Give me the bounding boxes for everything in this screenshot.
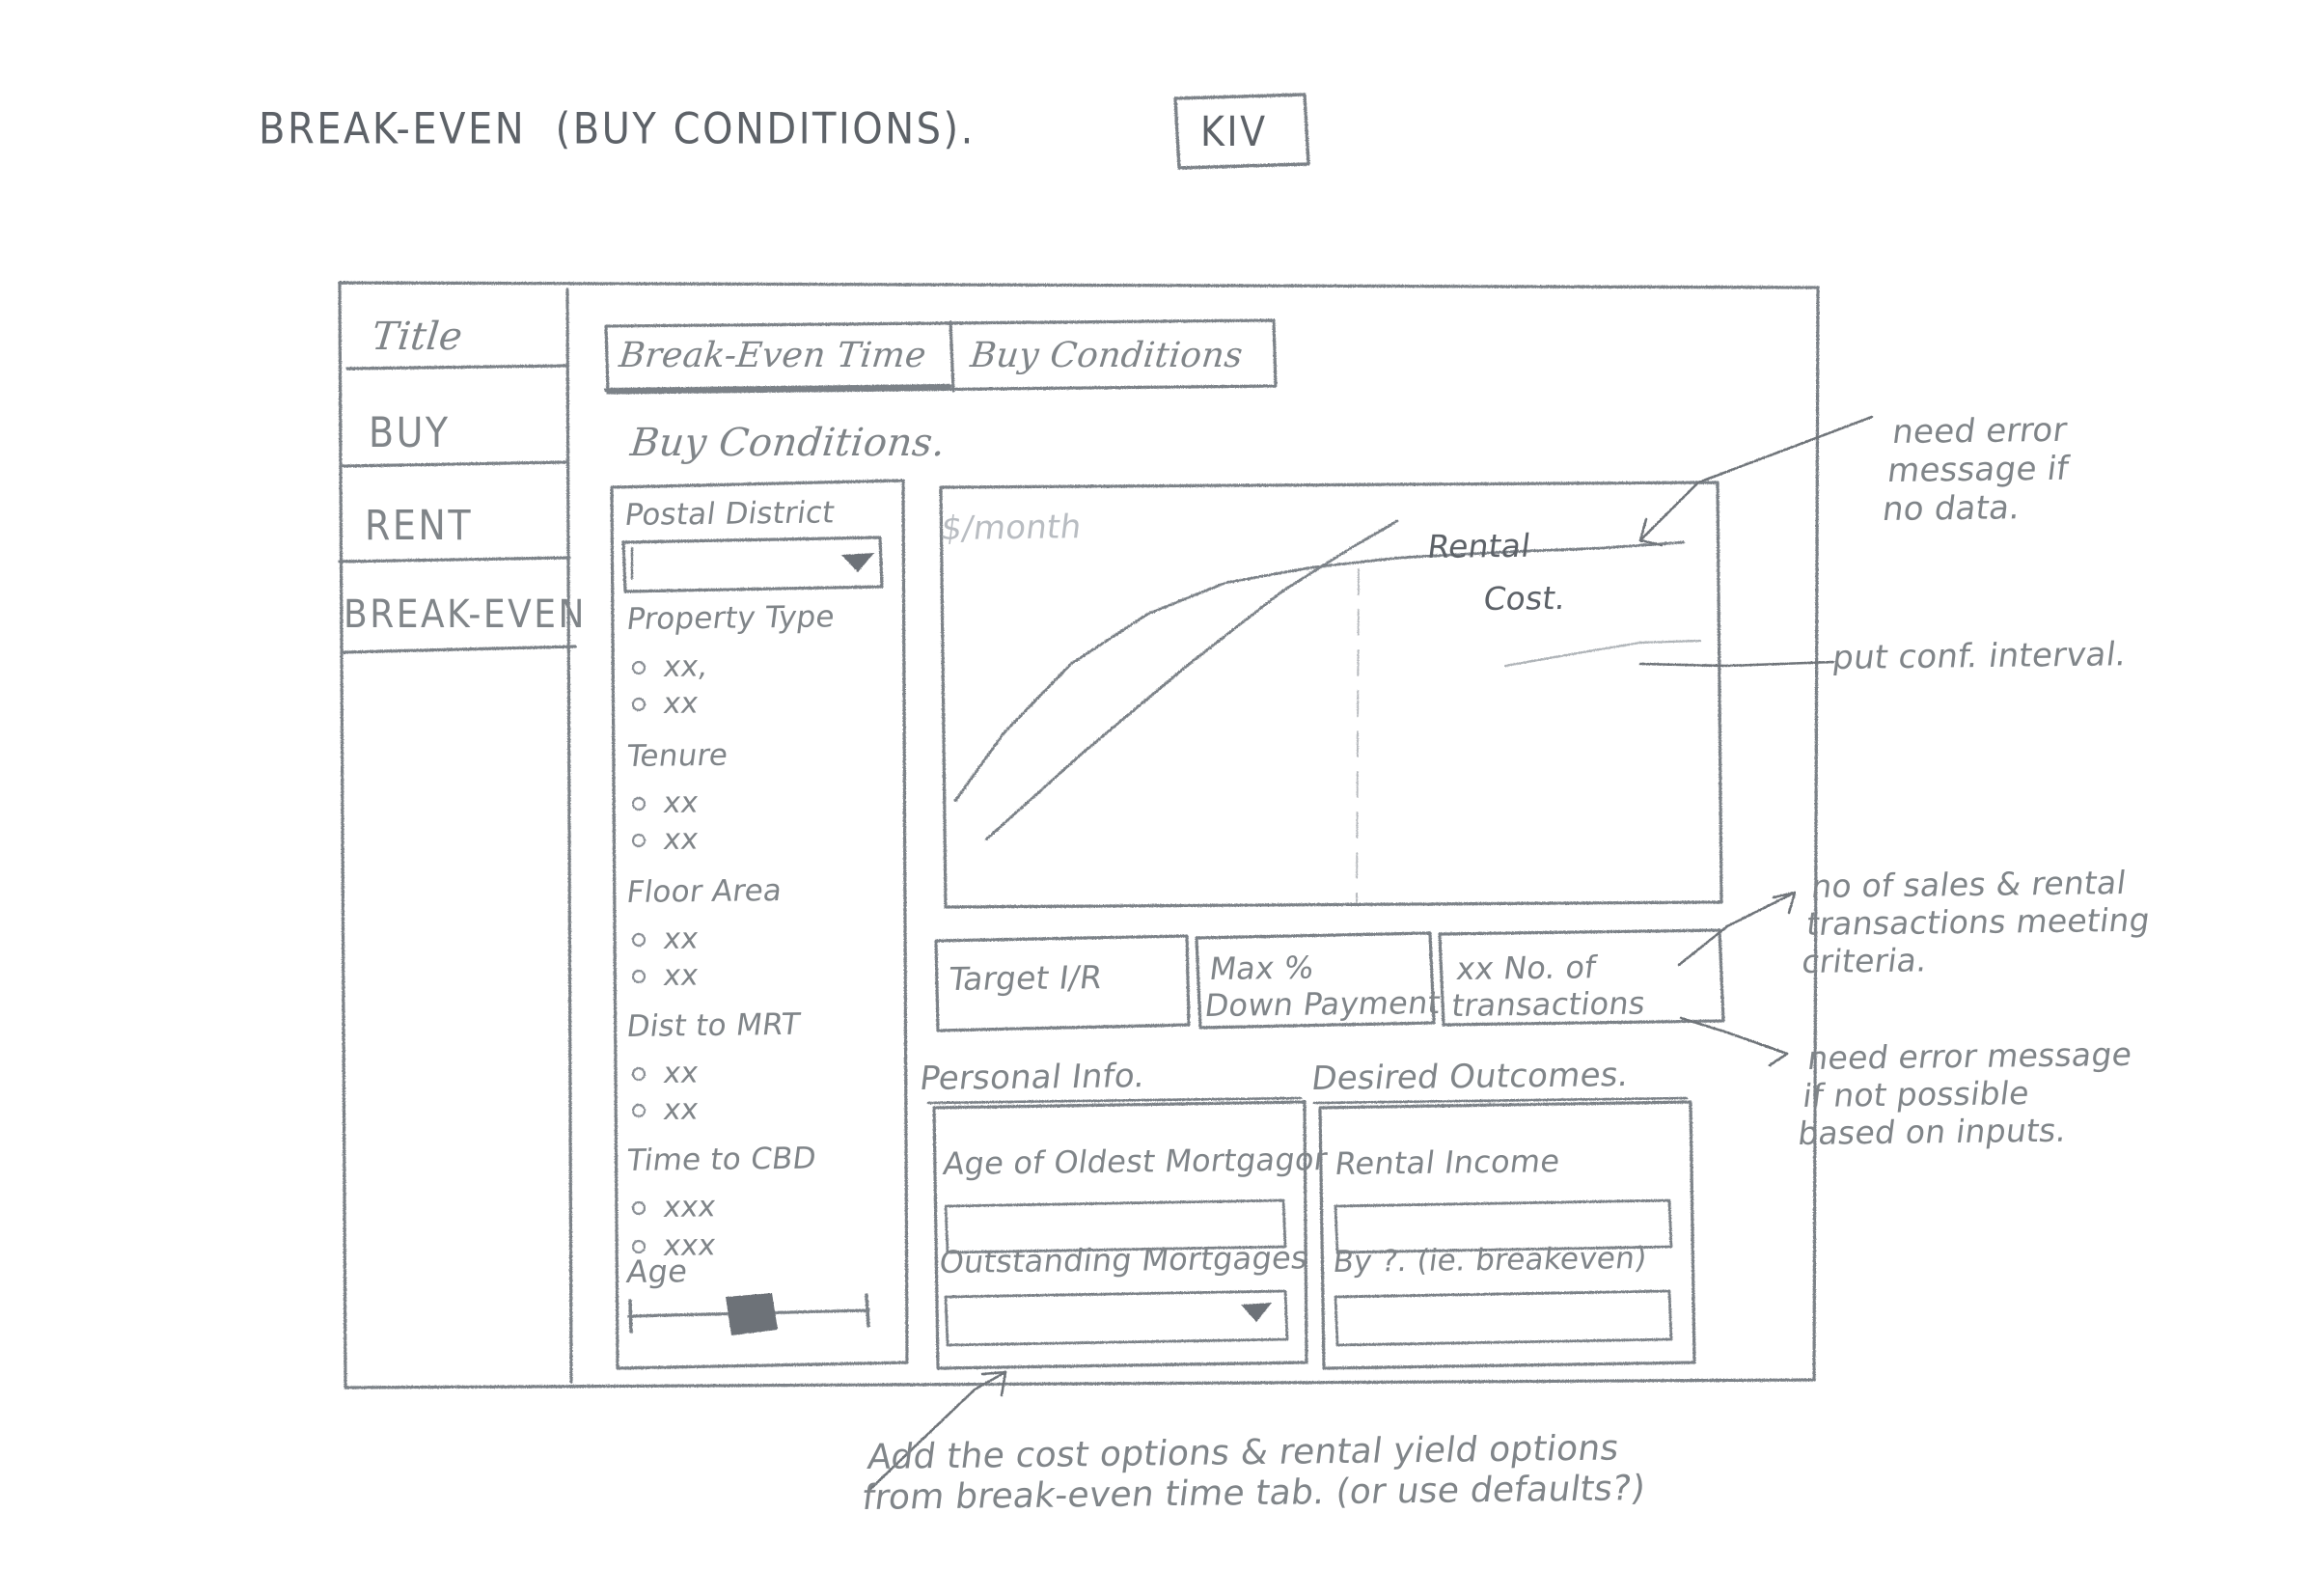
tab-break-even-time[interactable]: Break-Even Time (617, 336, 928, 375)
filter-option-tenure-2[interactable]: xx (661, 822, 701, 857)
chevron-down-icon-postal (841, 553, 874, 572)
metric-max-down-payment: Max % Down Payment (1202, 949, 1444, 1024)
annotation-error-not-possible: need error message if not possible based… (1796, 1034, 2134, 1152)
filter-option-time-to-cbd-1[interactable]: xxx (661, 1190, 718, 1225)
chevron-down-icon-mortgages (1241, 1303, 1272, 1322)
label-outstanding-mortgages: Outstanding Mortgages (937, 1239, 1310, 1280)
filter-label-time-to-cbd: Time to CBD (624, 1141, 819, 1178)
annotation-bottom-cost-options: Add the cost options & rental yield opti… (860, 1428, 1648, 1519)
filter-label-age: Age (624, 1252, 690, 1290)
sidebar-item-title[interactable]: Title (370, 315, 465, 359)
filter-label-dist-to-mrt: Dist to MRT (624, 1006, 803, 1044)
filter-option-property-type-1[interactable]: xx, (661, 649, 710, 684)
metric-target-ir: Target I/R (947, 958, 1105, 998)
title-badge-kiv: KIV (1200, 108, 1268, 156)
sidebar-item-rent[interactable]: RENT (365, 502, 474, 550)
page-heading: Buy Conditions. (628, 421, 948, 465)
chart-series-label-cost: Cost. (1481, 578, 1569, 618)
desired-outcomes-heading: Desired Outcomes. (1308, 1055, 1632, 1098)
annotation-need-error-no-data: need error message if no data. (1880, 410, 2072, 530)
slider-handle (726, 1293, 778, 1335)
chart-series-label-rental: Rental (1425, 526, 1533, 565)
sidebar-item-break-even[interactable]: BREAK-EVEN (344, 592, 587, 637)
filter-label-property-type: Property Type (624, 599, 838, 637)
chart-y-axis-label: $/month (938, 508, 1085, 548)
label-age-of-oldest-mortgagor: Age of Oldest Mortgagor (941, 1141, 1330, 1182)
annotation-conf-interval: put conf. interval. (1830, 635, 2130, 677)
filter-label-tenure: Tenure (624, 737, 730, 774)
label-rental-income: Rental Income (1333, 1142, 1562, 1182)
page-title: BREAK-EVEN (BUY CONDITIONS). (259, 104, 976, 154)
annotation-transactions-criteria: no of sales & rental transactions meetin… (1800, 864, 2153, 980)
filter-label-floor-area: Floor Area (624, 873, 784, 910)
filter-option-tenure-1[interactable]: xx (661, 785, 701, 820)
tab-buy-conditions[interactable]: Buy Conditions (968, 336, 1245, 375)
label-by-breakeven: By ?. (ie. breakeven) (1331, 1241, 1649, 1280)
personal-info-heading: Personal Info. (917, 1057, 1148, 1098)
filter-option-dist-to-mrt-1[interactable]: xx (661, 1056, 701, 1090)
filter-label-postal-district: Postal District (622, 495, 838, 533)
filter-option-floor-area-1[interactable]: xx (661, 922, 701, 956)
sidebar-item-buy[interactable]: BUY (369, 409, 451, 457)
filter-option-floor-area-2[interactable]: xx (661, 958, 701, 993)
metric-no-of-transactions: xx No. of transactions (1449, 949, 1648, 1024)
filter-option-property-type-2[interactable]: xx (661, 686, 701, 721)
filter-option-dist-to-mrt-2[interactable]: xx (661, 1092, 701, 1127)
